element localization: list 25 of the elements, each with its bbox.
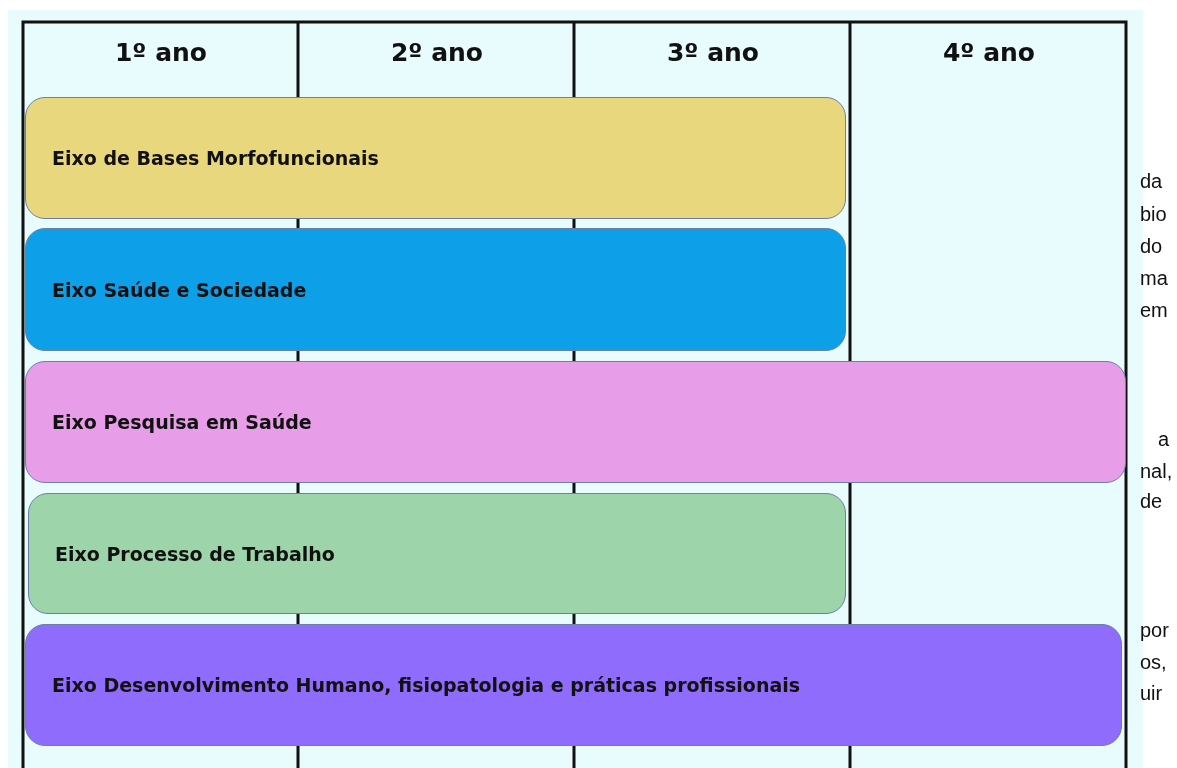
cut-off-text: de: [1140, 490, 1163, 513]
year-header: 3º ano: [665, 38, 760, 67]
cut-off-text: a: [1158, 428, 1170, 451]
year-header: 1º ano: [113, 38, 208, 67]
axis-label: Eixo Desenvolvimento Humano, fisiopatologia e práticas profissionais: [51, 674, 801, 696]
cut-off-text: nal,: [1140, 460, 1173, 483]
cut-off-text: bio: [1140, 203, 1167, 226]
axis-label: Eixo de Bases Morfofuncionais: [51, 147, 379, 169]
axis-label: Eixo Saúde e Sociedade: [51, 278, 307, 301]
year-header: 4º ano: [941, 38, 1036, 67]
cut-off-text: uir: [1140, 682, 1163, 705]
axis-bar: [25, 97, 846, 219]
cut-off-text: da: [1140, 170, 1163, 193]
cut-off-text: por: [1140, 619, 1169, 642]
axis-bar: [28, 493, 846, 614]
cut-off-text: do: [1140, 235, 1163, 258]
axis-bar: [25, 361, 1126, 483]
axis-label: Eixo Processo de Trabalho: [54, 542, 335, 565]
cut-off-text: os,: [1140, 651, 1167, 674]
year-header: 2º ano: [389, 38, 484, 67]
cut-off-text: ma: [1140, 267, 1168, 290]
axis-label: Eixo Pesquisa em Saúde: [51, 411, 312, 433]
cut-off-text: em: [1140, 299, 1168, 322]
axis-bar: [25, 228, 846, 351]
axis-bar: [25, 624, 1122, 746]
